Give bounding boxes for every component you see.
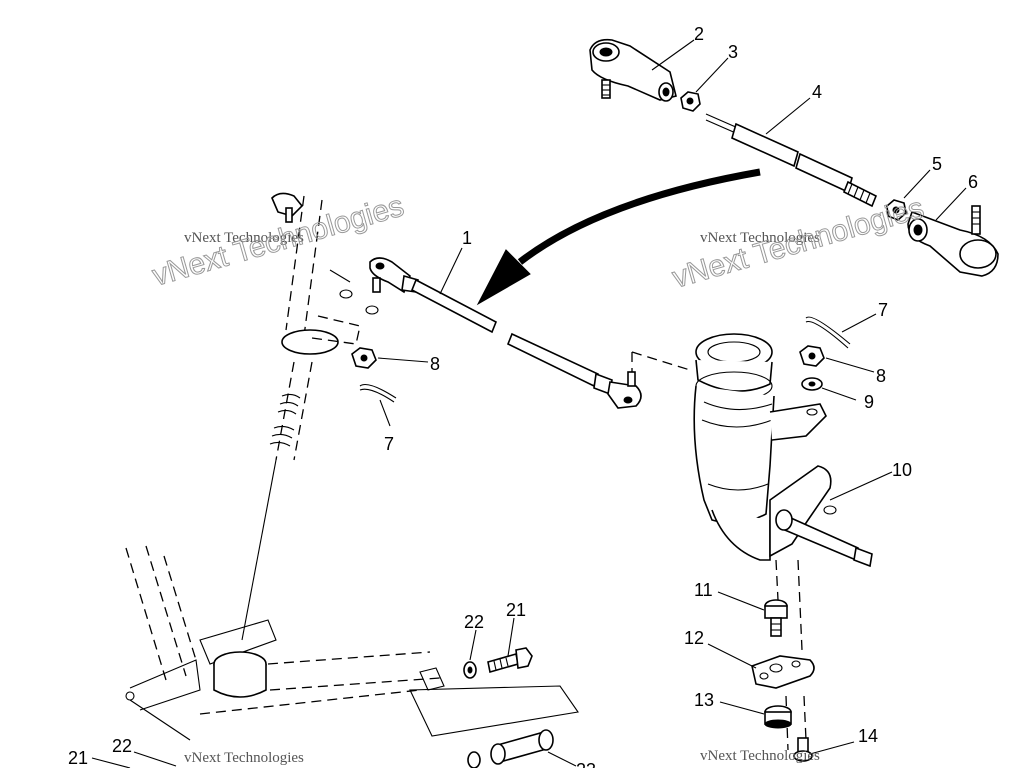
jam-nut-5 — [886, 199, 907, 221]
tie-rod-end-2 — [589, 38, 677, 102]
steering-post — [241, 192, 379, 641]
callout-22-left: 22 — [112, 736, 132, 756]
callout-8-left: 8 — [430, 354, 440, 374]
callout-4: 4 — [812, 82, 822, 102]
cotter-pin-7-right — [805, 316, 851, 349]
bushing-13 — [764, 705, 792, 729]
bolt-11 — [764, 599, 788, 637]
washer-9 — [801, 377, 823, 391]
jam-nut-3 — [680, 91, 701, 112]
callout-21-right: 21 — [506, 600, 526, 620]
callout-14: 14 — [858, 726, 878, 746]
callout-2: 2 — [694, 24, 704, 44]
castle-nut-8-left — [351, 347, 377, 369]
bolt-14 — [793, 737, 813, 762]
callout-11: 11 — [694, 580, 713, 600]
callout-5: 5 — [932, 154, 942, 174]
callout-10: 10 — [892, 460, 912, 480]
tie-rod-end-6 — [907, 205, 999, 277]
bracket-12 — [751, 655, 815, 689]
tie-rod-sleeve-4 — [705, 113, 878, 208]
washer-22 — [463, 661, 477, 679]
watermark-text-6: vNext Technologies — [700, 748, 820, 764]
callout-8-right: 8 — [876, 366, 886, 386]
pin-23 — [467, 729, 554, 768]
spindle-10 — [693, 333, 873, 751]
cotter-pin-7-left — [359, 383, 397, 403]
callout-22-right: 22 — [464, 612, 484, 632]
castle-nut-8-right — [799, 345, 825, 367]
leader-lines — [91, 39, 967, 768]
callout-21-left: 21 — [68, 748, 88, 768]
callout-1: 1 — [462, 228, 472, 248]
frame — [125, 545, 579, 741]
callout-labels: 2 3 4 5 6 1 7 8 9 10 8 7 11 12 13 14 22 … — [68, 24, 978, 768]
bolt-21 — [487, 647, 533, 674]
callout-12: 12 — [684, 628, 704, 648]
assembly-arrow — [476, 168, 761, 306]
watermark-text-5: vNext Technologies — [184, 750, 304, 766]
callout-13: 13 — [694, 690, 714, 710]
callout-7-right: 7 — [878, 300, 888, 320]
watermark-text-3: vNext Technologies — [700, 230, 820, 246]
callout-3: 3 — [728, 42, 738, 62]
callout-7-left: 7 — [384, 434, 394, 454]
callout-9: 9 — [864, 392, 874, 412]
tie-rod-1 — [369, 257, 691, 409]
callout-6: 6 — [968, 172, 978, 192]
watermark-text-1: vNext Technologies — [184, 230, 304, 246]
callout-23: 23 — [576, 760, 596, 768]
